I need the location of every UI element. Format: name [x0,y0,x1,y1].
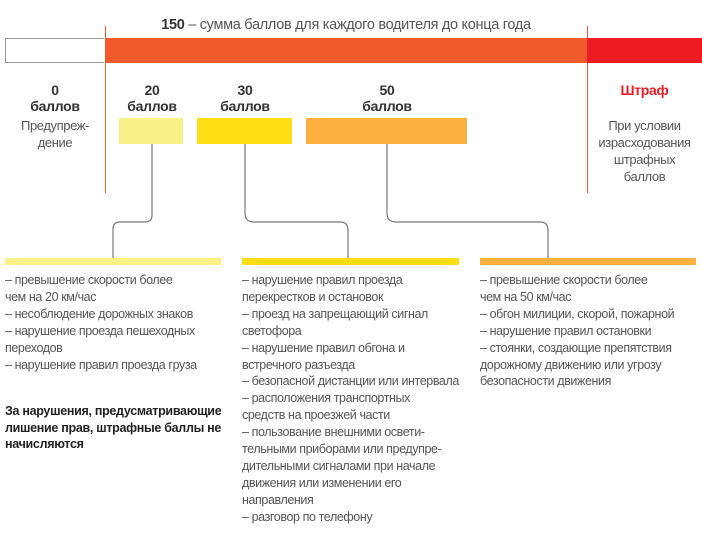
connector-50 [386,144,549,258]
column-bar-30 [242,258,459,265]
header-title: 150 – сумма баллов для каждого водителя … [105,17,587,33]
divider-line [105,26,106,193]
total-points: 150 [161,17,185,33]
penalty-segment [587,38,702,63]
total-text: – сумма баллов для каждого водителя до к… [184,17,531,33]
connector-lines [112,144,549,258]
label-0-desc: Предупреж-дение [21,118,89,150]
connector-20 [112,144,153,258]
label-penalty: Штраф [620,82,669,98]
warning-segment [5,38,104,63]
column-bar-50 [480,258,696,265]
column-bar-20 [5,258,221,265]
note: За нарушения, предусматривающие лишение … [5,404,222,451]
points-segment [105,38,587,63]
box-20 [119,118,183,144]
box-50 [306,118,467,144]
box-30 [197,118,292,144]
connector-30 [244,144,349,258]
divider-line [587,26,588,193]
